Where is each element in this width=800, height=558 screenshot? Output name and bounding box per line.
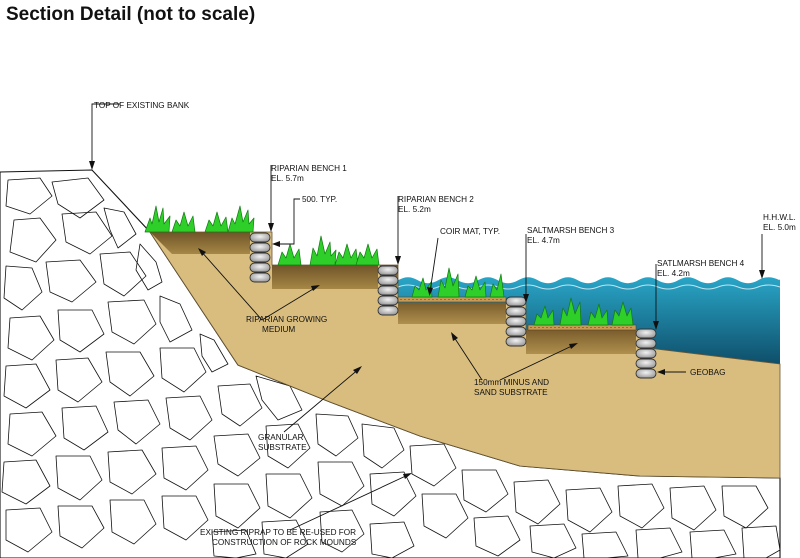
label-granular-substrate-2: SUBSTRATE	[258, 443, 307, 452]
label-riparian-growing-medium-1: RIPARIAN GROWING	[246, 315, 327, 324]
label-saltmarsh-bench-3-elevation: EL. 4.7m	[527, 236, 560, 245]
label-riprap-1: EXISTING RIPRAP TO BE RE-USED FOR	[200, 528, 356, 537]
label-riparian-bench-1-elevation: EL. 5.7m	[271, 174, 304, 183]
label-riparian-growing-medium-2: MEDIUM	[262, 325, 295, 334]
label-minus-substrate-1: 150mm MINUS AND	[474, 378, 549, 387]
saltmarsh-substrate-layers	[398, 303, 636, 354]
label-hhwl-elevation: EL. 5.0m	[763, 223, 796, 232]
label-satlmarsh-bench-4-elevation: EL. 4.2m	[657, 269, 690, 278]
leader-lines	[89, 103, 765, 531]
label-riprap-2: CONSTRUCTION OF ROCK MOUNDS	[212, 538, 357, 547]
label-saltmarsh-bench-3: SALTMARSH BENCH 3	[527, 226, 615, 235]
existing-riprap-bank	[0, 169, 781, 558]
label-riparian-bench-1: RIPARIAN BENCH 1	[271, 164, 347, 173]
label-500-typ: 500. TYP.	[302, 195, 337, 204]
riprap-rock-outlines	[1, 177, 781, 558]
label-hhwl: H.H.W.L.	[763, 213, 796, 222]
label-geobag: GEOBAG	[690, 368, 726, 377]
label-minus-substrate-2: SAND SUBSTRATE	[474, 388, 548, 397]
label-granular-substrate-1: GRANULAR	[258, 433, 304, 442]
page-title: Section Detail (not to scale)	[6, 4, 256, 25]
geobag-stacks	[249, 232, 657, 379]
diagram-labels: TOP OF EXISTING BANK RIPARIAN BENCH 1 EL…	[94, 101, 796, 547]
label-top-of-bank: TOP OF EXISTING BANK	[94, 101, 190, 110]
label-riparian-bench-2-elevation: EL. 5.2m	[398, 205, 431, 214]
label-riparian-bench-2: RIPARIAN BENCH 2	[398, 195, 474, 204]
label-coir-mat: COIR MAT, TYP.	[440, 227, 500, 236]
plants	[144, 205, 634, 326]
label-satlmarsh-bench-4: SATLMARSH BENCH 4	[657, 259, 745, 268]
